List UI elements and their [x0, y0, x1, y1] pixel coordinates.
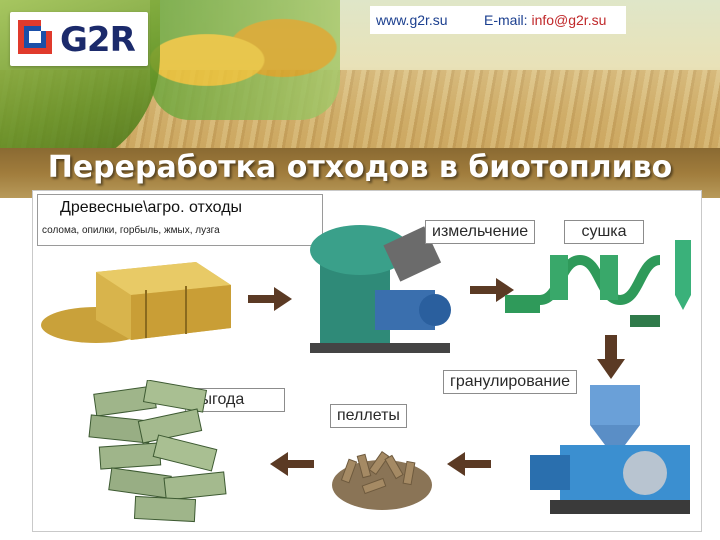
- arrow-right-icon: [248, 287, 292, 311]
- arrow-left-icon: [270, 452, 314, 476]
- dryer-machine-image: [505, 240, 691, 327]
- title-band: [0, 148, 720, 198]
- logo-mark-icon: [18, 20, 52, 54]
- email-link[interactable]: info@g2r.su: [531, 12, 607, 28]
- corn-image: [150, 0, 340, 120]
- step-drying-label: сушка: [564, 220, 644, 244]
- source-subtitle: солома, опилки, горбыль, жмых, лузга: [42, 225, 220, 236]
- grinder-machine-image: [310, 225, 451, 353]
- email-line: E-mail: info@g2r.su: [484, 6, 606, 34]
- step-granulation-label: гранулирование: [443, 370, 578, 394]
- website-link[interactable]: www.g2r.su: [376, 12, 448, 28]
- pellets-image: [332, 450, 432, 510]
- logo[interactable]: G2R: [10, 12, 148, 66]
- source-label-box: Древесные\агро. отходы солома, опилки, г…: [37, 194, 323, 246]
- arrow-left-icon: [447, 452, 491, 476]
- straw-bale-image: [41, 262, 231, 343]
- contact-bar: www.g2r.su E-mail: info@g2r.su: [370, 6, 626, 34]
- source-title: Древесные\агро. отходы: [60, 199, 243, 216]
- email-label: E-mail:: [484, 12, 528, 28]
- arrow-right-icon: [470, 278, 514, 302]
- logo-text: G2R: [60, 20, 136, 60]
- money-stacks-image: [88, 380, 227, 523]
- page-title: Переработка отходов в биотопливо: [47, 150, 673, 185]
- arrow-down-icon: [597, 335, 625, 379]
- step-grinding-label: измельчение: [425, 220, 536, 244]
- pellets-label: пеллеты: [330, 404, 407, 428]
- pellet-press-image: [530, 385, 690, 514]
